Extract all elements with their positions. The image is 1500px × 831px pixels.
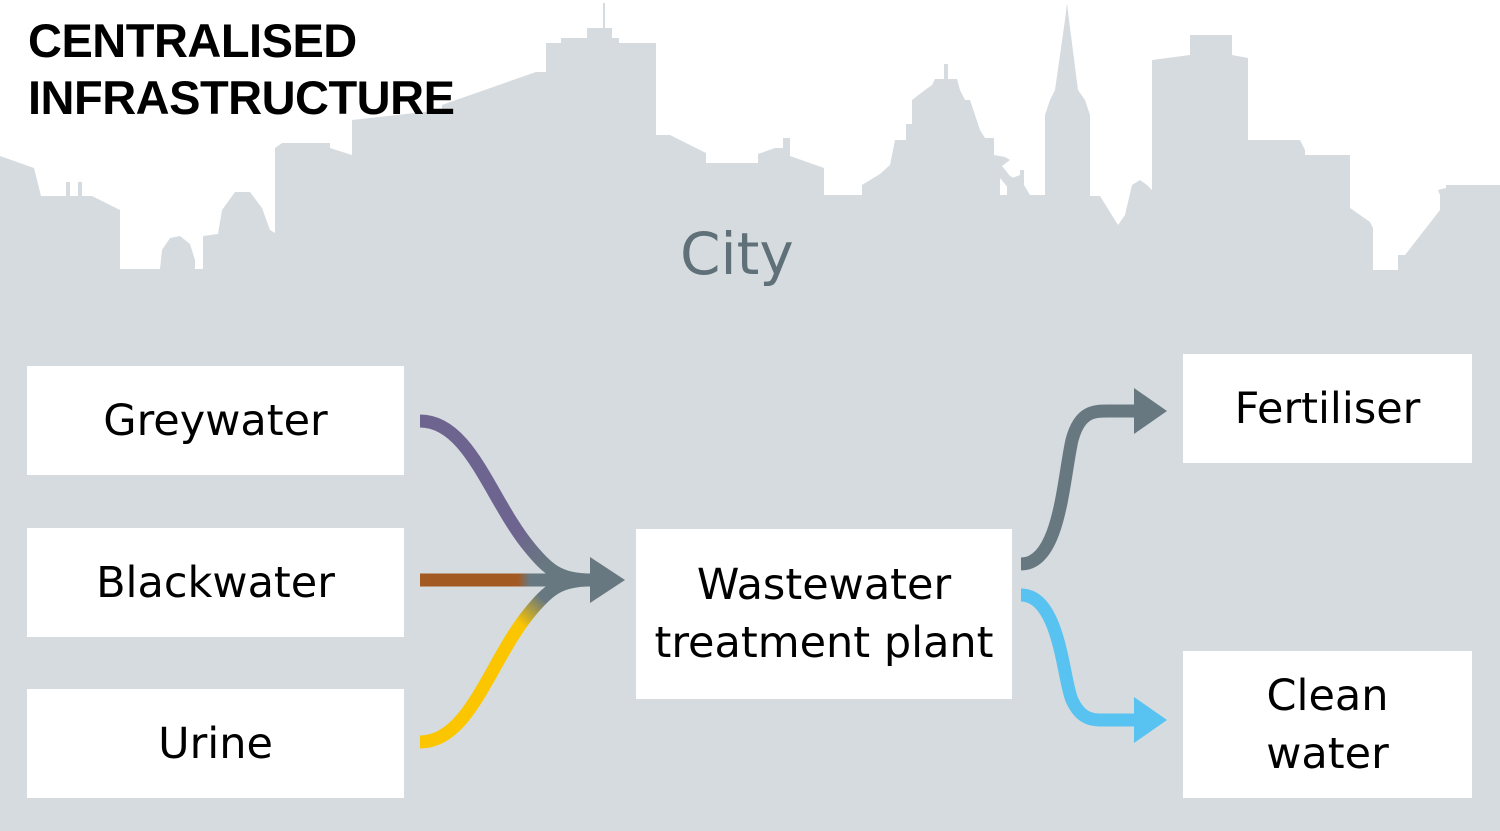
source-box-blackwater: Blackwater [27, 528, 404, 637]
output-label-fertiliser: Fertiliser [1234, 383, 1421, 434]
treatment-plant-label-line1: Wastewater [696, 560, 952, 610]
source-label-urine: Urine [158, 718, 273, 769]
output-box-fertiliser: Fertiliser [1183, 354, 1472, 463]
title-line-1: CENTRALISED [28, 14, 357, 67]
treatment-plant-box: Wastewater treatment plant [636, 529, 1012, 699]
diagram-title: CENTRALISED INFRASTRUCTURE [28, 12, 455, 126]
source-label-blackwater: Blackwater [96, 557, 335, 608]
source-box-greywater: Greywater [27, 366, 404, 475]
treatment-plant-label-line2: treatment plant [654, 618, 994, 668]
source-box-urine: Urine [27, 689, 404, 798]
output-label-clean-water-line2: water [1266, 728, 1389, 779]
title-line-2: INFRASTRUCTURE [28, 71, 455, 124]
source-label-greywater: Greywater [103, 395, 328, 446]
city-label: City [680, 220, 794, 288]
output-label-clean-water-line1: Clean [1266, 670, 1389, 721]
output-box-clean-water: Clean water [1183, 651, 1472, 798]
